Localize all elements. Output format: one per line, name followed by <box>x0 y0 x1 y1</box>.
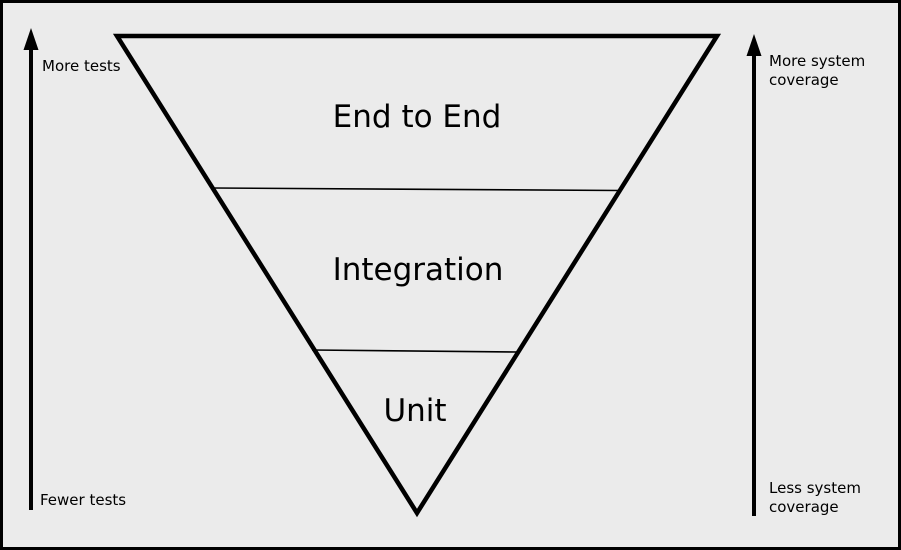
divider-end-to-end-integration <box>212 187 622 192</box>
test-pyramid-diagram: End to End Integration Unit More tests F… <box>23 28 865 518</box>
right-axis-top-label-line2: coverage <box>769 71 839 89</box>
right-axis-bottom-label-line1: Less system <box>769 479 861 497</box>
left-arrow-head-icon <box>23 28 39 50</box>
right-axis-top-label-line1: More system <box>769 52 865 70</box>
left-axis-bottom-label: Fewer tests <box>40 491 126 509</box>
level-label-integration: Integration <box>333 252 504 288</box>
level-label-end-to-end: End to End <box>333 99 502 135</box>
right-axis-bottom-label-line2: coverage <box>769 498 839 516</box>
right-arrow-up-icon <box>746 34 762 516</box>
right-arrow-head-icon <box>746 34 762 56</box>
inverted-pyramid-shape <box>112 33 722 518</box>
level-label-unit: Unit <box>383 393 446 429</box>
left-arrow-up-icon <box>23 28 39 510</box>
divider-integration-unit <box>311 349 520 353</box>
left-axis-top-label: More tests <box>42 57 121 75</box>
